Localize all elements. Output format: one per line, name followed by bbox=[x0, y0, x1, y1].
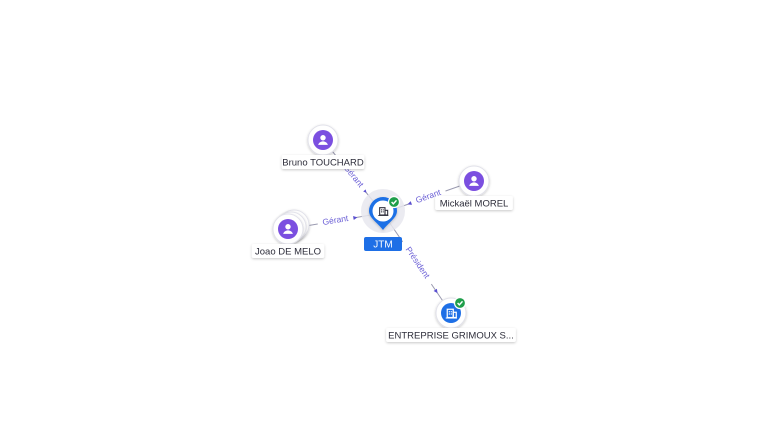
center-label-bg bbox=[364, 237, 402, 251]
edge-label-text: Président bbox=[404, 245, 433, 281]
node-bruno[interactable]: Bruno TOUCHARD bbox=[281, 124, 365, 169]
node-grimoux[interactable]: ENTREPRISE GRIMOUX S... bbox=[386, 296, 516, 343]
node-label-text: Mickaël MOREL bbox=[440, 199, 509, 210]
center-disc bbox=[372, 200, 394, 222]
edge-arrow bbox=[362, 188, 367, 193]
node-label-bg bbox=[281, 155, 365, 169]
node-label-bg bbox=[386, 328, 516, 342]
node-label-text: Joao DE MELO bbox=[255, 247, 321, 258]
node-label: Bruno TOUCHARD bbox=[281, 155, 365, 169]
center-label-text: JTM bbox=[373, 240, 392, 251]
verified-badge bbox=[453, 296, 467, 310]
node-label-text: Bruno TOUCHARD bbox=[282, 158, 364, 169]
node-label-bg bbox=[251, 244, 325, 258]
node-label: Joao DE MELO bbox=[251, 244, 325, 258]
edge-arrow bbox=[353, 216, 358, 220]
node-label: Mickaël MOREL bbox=[435, 196, 513, 210]
edge-label-bg bbox=[316, 212, 354, 228]
center-node[interactable]: JTM bbox=[361, 189, 405, 251]
edge-arrow bbox=[433, 288, 438, 294]
verified-badge bbox=[387, 195, 401, 209]
edge-arrow bbox=[407, 201, 412, 205]
node-label: ENTREPRISE GRIMOUX S... bbox=[386, 328, 516, 342]
edge-label-text: Gérant bbox=[322, 213, 350, 227]
node-mickael[interactable]: Mickaël MOREL bbox=[435, 165, 513, 210]
node-label-bg bbox=[435, 196, 513, 210]
check-icon bbox=[391, 199, 398, 205]
edge-label: Président bbox=[399, 238, 437, 287]
edge-label-bg bbox=[409, 185, 447, 207]
edge-label-bg bbox=[399, 238, 437, 287]
node-joao[interactable]: Joao DE MELO bbox=[251, 209, 325, 258]
edge-label: Gérant bbox=[316, 212, 354, 228]
check-icon bbox=[457, 300, 464, 306]
node-label-text: ENTREPRISE GRIMOUX S... bbox=[388, 331, 514, 342]
